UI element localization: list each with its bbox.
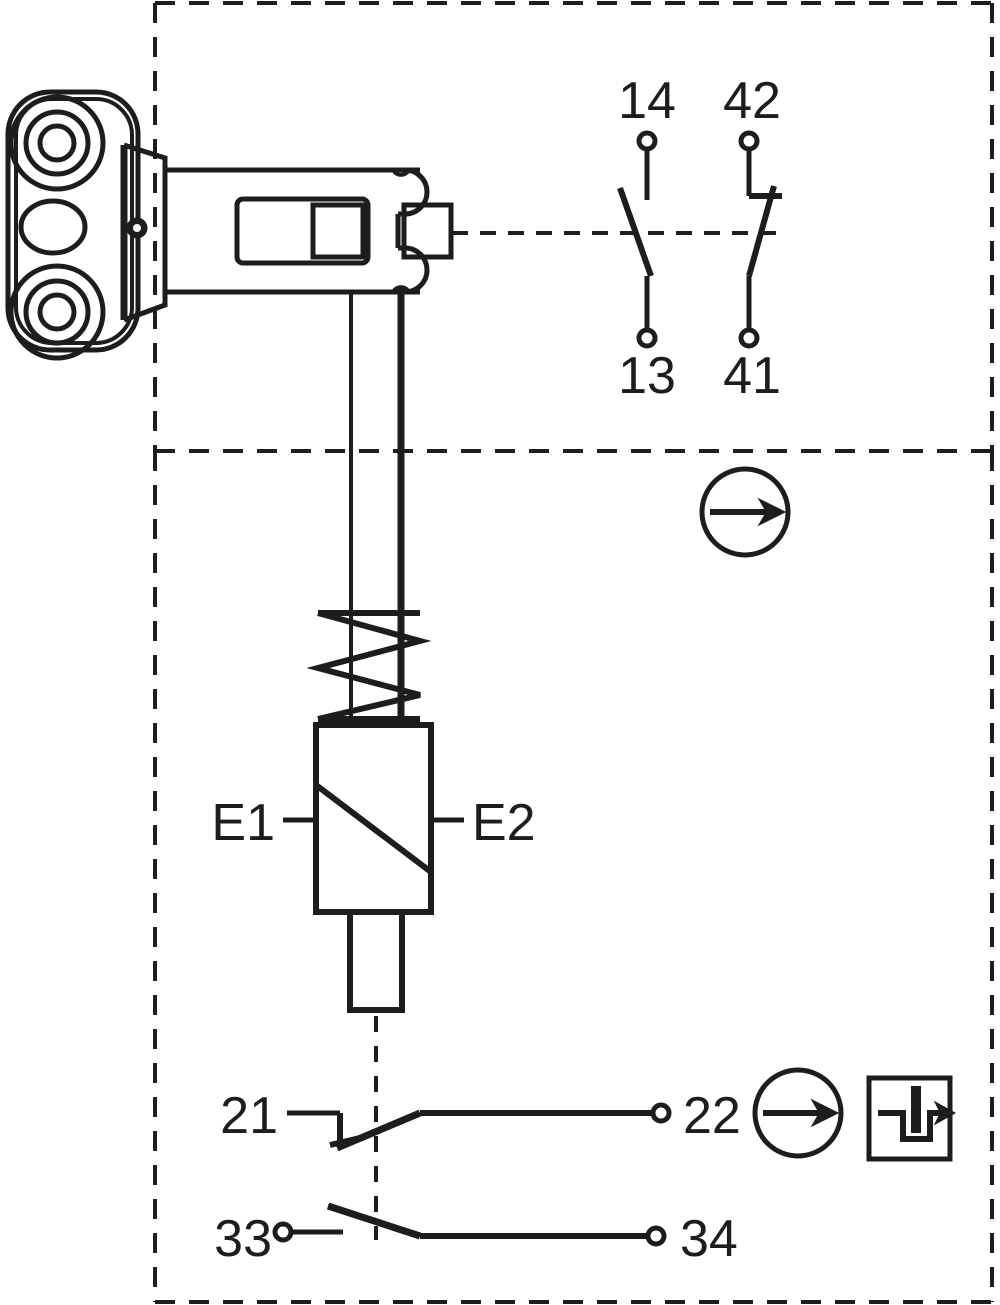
coil-terminal-label-e1: E1 <box>211 794 275 852</box>
actuator-key <box>5 89 141 361</box>
return-spring <box>306 610 432 722</box>
contact-21-22 <box>287 1102 672 1152</box>
terminal-label-41: 41 <box>723 347 781 405</box>
upper-enclosure <box>153 1 994 451</box>
terminal-label-33: 33 <box>214 1210 272 1268</box>
plunger <box>347 909 405 1013</box>
coil-terminal-label-e2: E2 <box>472 794 536 852</box>
terminal-label-21: 21 <box>220 1087 278 1145</box>
terminal-label-14: 14 <box>618 72 676 130</box>
contact-41-42 <box>738 130 782 349</box>
push-rods <box>349 288 405 722</box>
terminal-label-13: 13 <box>618 347 676 405</box>
switch-head <box>165 167 454 295</box>
terminal-label-42: 42 <box>723 72 781 130</box>
solenoid-coil <box>283 722 464 915</box>
actuator-tongue <box>120 142 168 323</box>
contact-33-34 <box>272 1202 667 1247</box>
direction-arrow-top-icon <box>699 466 791 558</box>
contact-13-14 <box>617 130 658 349</box>
terminal-label-22: 22 <box>683 1087 741 1145</box>
direction-arrow-bottom-icon <box>752 1067 844 1159</box>
terminal-label-34: 34 <box>680 1210 738 1268</box>
positive-opening-icon <box>866 1075 957 1162</box>
lower-enclosure <box>153 449 994 1304</box>
